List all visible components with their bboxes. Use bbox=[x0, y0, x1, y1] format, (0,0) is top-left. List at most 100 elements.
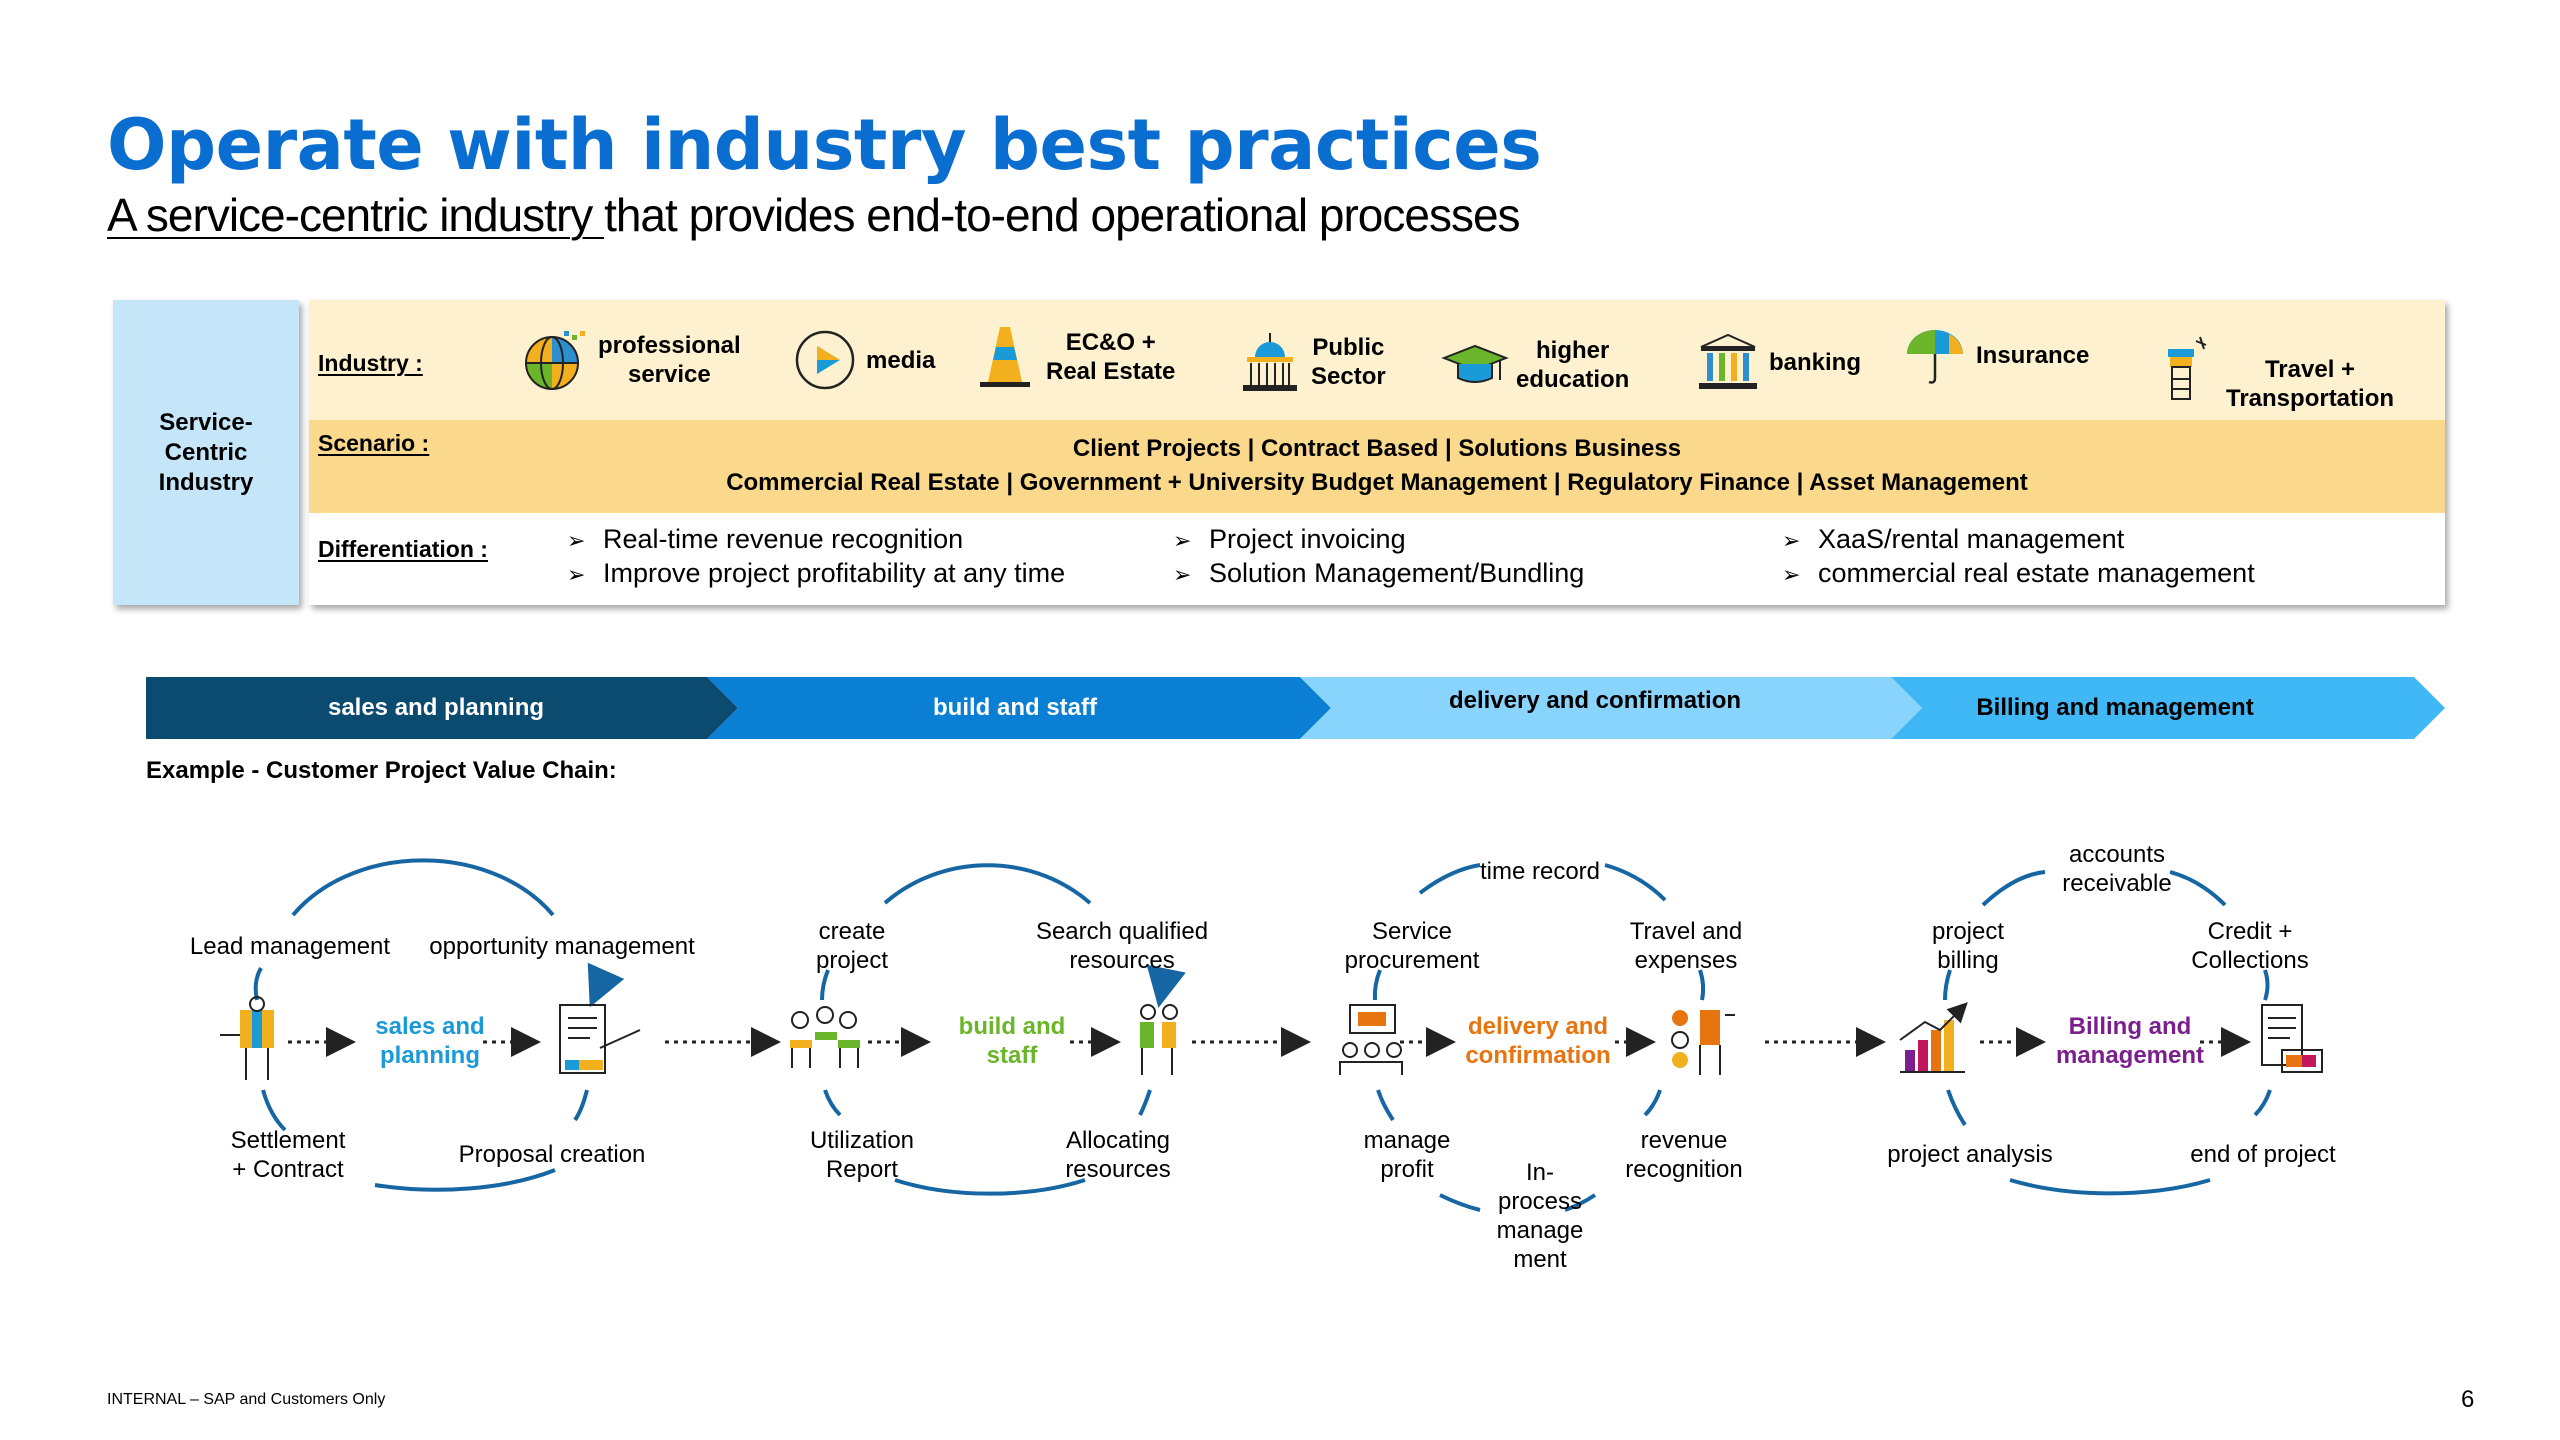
industry-professional-service: professional service bbox=[522, 325, 741, 395]
control-tower-icon bbox=[2168, 336, 2207, 400]
page-subtitle: A service-centric industry that provides… bbox=[107, 188, 1521, 242]
phase-chevrons bbox=[146, 677, 2445, 739]
phase-chevron-sales-planning bbox=[146, 677, 738, 739]
industry-label: Public Sector bbox=[1311, 334, 1386, 390]
node-lead-management: Lead management bbox=[189, 933, 391, 960]
differentiation-item: ➢ commercial real estate management bbox=[1782, 557, 2255, 591]
node-credit-collections: Credit + Collections bbox=[2191, 918, 2309, 974]
phase-chevron-billing bbox=[1891, 677, 2445, 739]
node-service-procurement: Service procurement bbox=[1344, 918, 1480, 974]
industry-public-sector: Public Sector bbox=[1235, 327, 1386, 397]
node-revenue-recognition: revenue recognition bbox=[1625, 1127, 1743, 1183]
scenario-line-2: Commercial Real Estate | Government + Un… bbox=[726, 469, 2028, 496]
differentiation-item: ➢ Real-time revenue recognition bbox=[567, 523, 1065, 557]
differentiation-item: ➢ Improve project profitability at any ti… bbox=[567, 557, 1065, 591]
phase-chevron-delivery bbox=[1300, 677, 1922, 739]
differentiation-item: ➢ Solution Management/Bundling bbox=[1173, 557, 1584, 591]
cone-icon bbox=[980, 327, 1030, 387]
industry-eco-real-estate: EC&O + Real Estate bbox=[970, 322, 1175, 392]
play-icon bbox=[795, 330, 855, 390]
bullet-icon: ➢ bbox=[1173, 528, 1192, 553]
node-time-record: time record bbox=[1479, 858, 1601, 885]
bullet-icon: ➢ bbox=[567, 562, 586, 587]
node-project-analysis: project analysis bbox=[1887, 1141, 2053, 1168]
bullet-icon: ➢ bbox=[1782, 528, 1801, 553]
stage-billing-management: Billing and management bbox=[2055, 1013, 2205, 1069]
page-title: Operate with industry best practices bbox=[107, 104, 1542, 186]
bullet-icon: ➢ bbox=[1173, 562, 1192, 587]
scenario-line-1: Client Projects | Contract Based | Solut… bbox=[1072, 435, 1682, 462]
differentiation-text: XaaS/rental management bbox=[1818, 524, 2125, 554]
invoice-payment-icon bbox=[2261, 1004, 2323, 1073]
differentiation-item: ➢ XaaS/rental management bbox=[1782, 523, 2255, 557]
industry-label: higher education bbox=[1516, 337, 1630, 393]
stage-build-staff: build and staff bbox=[958, 1013, 1066, 1069]
page-number: 6 bbox=[2461, 1386, 2475, 1413]
differentiation-text: Improve project profitability at any tim… bbox=[603, 558, 1066, 588]
node-manage-profit: manage profit bbox=[1363, 1127, 1451, 1183]
differentiation-text: Solution Management/Bundling bbox=[1209, 558, 1585, 588]
industry-label: banking bbox=[1769, 348, 1862, 376]
footer-classification: INTERNAL – SAP and Customers Only bbox=[107, 1391, 386, 1408]
subtitle-rest: that provides end-to-end operational pro… bbox=[604, 189, 1520, 241]
phase-chevron-build-staff bbox=[707, 677, 1331, 739]
industry-label: Insurance bbox=[1976, 341, 2090, 369]
graduation-cap-icon bbox=[1441, 344, 1509, 383]
industry-row-label: Industry : bbox=[318, 350, 423, 376]
bullet-icon: ➢ bbox=[567, 528, 586, 553]
stage-delivery-confirmation: delivery and confirmation bbox=[1465, 1013, 1611, 1069]
industry-media: media bbox=[790, 325, 935, 395]
node-settlement-contract: Settlement + Contract bbox=[230, 1127, 346, 1183]
node-allocating-resources: Allocating resources bbox=[1065, 1127, 1171, 1183]
capitol-icon bbox=[1243, 333, 1297, 391]
scenario-row-label: Scenario : bbox=[318, 430, 430, 456]
differentiation-row-label: Differentiation : bbox=[318, 536, 488, 562]
industry-label: EC&O + Real Estate bbox=[1046, 329, 1176, 385]
differentiation-text: Real-time revenue recognition bbox=[603, 524, 964, 554]
differentiation-text: commercial real estate management bbox=[1818, 558, 2255, 588]
scenario-band bbox=[309, 420, 2445, 513]
phase-label-1: sales and planning bbox=[327, 694, 545, 721]
contract-document-icon bbox=[559, 1004, 641, 1074]
industry-label: Travel + Transportation bbox=[2226, 356, 2395, 412]
differentiation-col-2: ➢ Project invoicing ➢ Solution Management/… bbox=[1173, 523, 1584, 591]
service-centric-label: Service- Centric Industry bbox=[158, 408, 254, 496]
node-in-process-management: In- process manage ment bbox=[1496, 1159, 1584, 1273]
team-icon bbox=[790, 1006, 860, 1068]
umbrella-icon bbox=[1907, 330, 1963, 384]
stage-sales-planning: sales and planning bbox=[375, 1013, 485, 1069]
bar-chart-icon bbox=[1899, 1002, 1968, 1073]
time-tracking-icon bbox=[1671, 1010, 1735, 1075]
node-accounts-receivable: accounts receivable bbox=[2062, 841, 2172, 897]
differentiation-item: ➢ Project invoicing bbox=[1173, 523, 1584, 557]
node-end-of-project: end of project bbox=[2190, 1141, 2336, 1168]
cycle-arcs bbox=[253, 858, 2272, 1212]
subtitle-underlined: A service-centric industry bbox=[107, 189, 605, 241]
node-utilization-report: Utilization Report bbox=[809, 1127, 915, 1183]
differentiation-text: Project invoicing bbox=[1209, 524, 1406, 554]
bullet-icon: ➢ bbox=[1782, 562, 1801, 587]
industry-travel-transportation: Travel + Transportation bbox=[2150, 327, 2394, 413]
value-chain-diagram bbox=[220, 858, 2323, 1212]
presentation-meeting-icon bbox=[1339, 1004, 1403, 1075]
node-travel-expenses: Travel and expenses bbox=[1629, 918, 1743, 974]
industry-label: professional service bbox=[598, 332, 741, 388]
node-opportunity-management: opportunity management bbox=[429, 933, 695, 960]
node-proposal-creation: Proposal creation bbox=[458, 1141, 646, 1168]
service-centric-box: Service- Centric Industry bbox=[113, 300, 299, 605]
differentiation-col-3: ➢ XaaS/rental management ➢ commercial real… bbox=[1782, 523, 2255, 591]
phase-label-3: delivery and confirmation bbox=[1448, 687, 1742, 714]
node-create-project: create project bbox=[815, 918, 889, 974]
example-label: Example - Customer Project Value Chain: bbox=[146, 757, 617, 784]
node-search-qualified-resources: Search qualified resources bbox=[1035, 918, 1209, 974]
phase-label-2: build and staff bbox=[933, 694, 1097, 721]
node-project-billing: project billing bbox=[1931, 918, 2005, 974]
industry-higher-education: higher education bbox=[1440, 330, 1629, 400]
differentiation-col-1: ➢ Real-time revenue recognition ➢ Improve … bbox=[567, 523, 1065, 591]
bank-icon bbox=[1699, 333, 1757, 389]
handshake-people-icon bbox=[1140, 1004, 1178, 1075]
phase-label-4: Billing and management bbox=[1976, 694, 2254, 721]
industry-band bbox=[309, 300, 2445, 420]
industry-label: media bbox=[866, 346, 936, 374]
globe-icon bbox=[525, 331, 585, 390]
